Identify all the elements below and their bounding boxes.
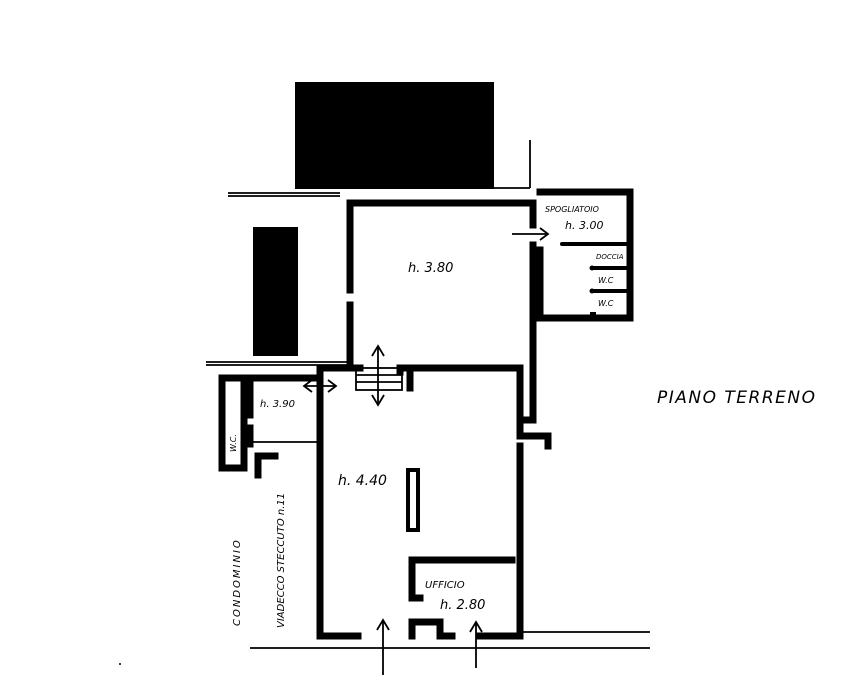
bathroom-fixtures [560, 242, 628, 318]
arrow-up-stair-icon [371, 344, 385, 407]
stair-symbol [355, 367, 403, 391]
arrow-entrance-left-icon [376, 618, 390, 675]
arrow-left-icon [302, 379, 338, 393]
floor-title: PIANO TERRENO [657, 388, 816, 408]
ufficio-label: UFFICIO [425, 580, 465, 591]
ufficio-height: h. 2.80 [440, 598, 485, 613]
spogliatoio-label: SPOGLIATOIO [545, 205, 599, 214]
small-room-height: h. 3.90 [260, 399, 295, 410]
doccia-label: DOCCIA [596, 253, 624, 261]
arrow-entrance-right-icon [469, 620, 483, 668]
passage-arrows [302, 227, 550, 675]
arrow-spogliatoio-icon [512, 227, 550, 241]
condominio-label: CONDOMINIO [232, 538, 243, 626]
street-address-label: VIADECCO STECCUTO n.11 [276, 493, 287, 628]
redacted-block-top [295, 82, 494, 189]
context-lines [206, 140, 650, 649]
spogliatoio-height: h. 3.00 [565, 219, 603, 232]
main-hall-height: h. 4.40 [338, 473, 387, 489]
redacted-block-left [253, 227, 298, 356]
wc-label-1: W.C [598, 276, 614, 285]
upper-hall-height: h. 3.80 [408, 261, 453, 276]
side-wc-label: W.C. [229, 434, 238, 452]
walls [218, 188, 634, 640]
stray-dot [119, 663, 121, 665]
wc-label-2: W.C [598, 299, 614, 308]
